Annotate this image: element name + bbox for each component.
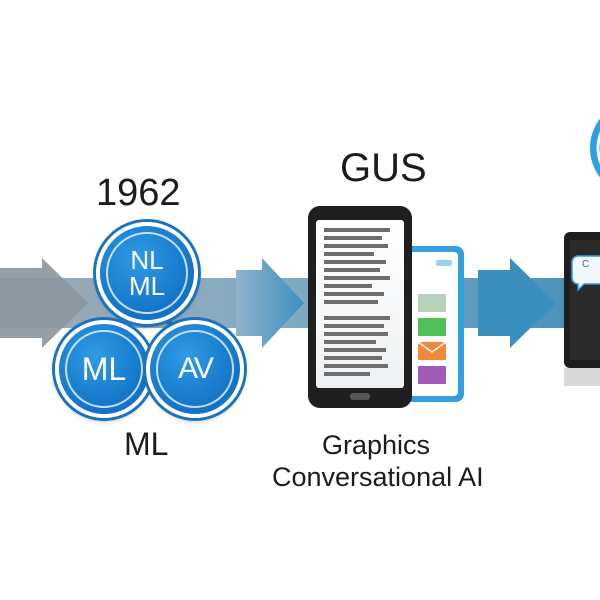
node-ring xyxy=(106,232,188,314)
node-ring xyxy=(156,330,234,408)
node-circle-nl-ml: NL ML xyxy=(96,222,198,324)
chat-circle-icon xyxy=(590,118,600,178)
node-label: AV xyxy=(178,352,214,385)
node-circle-av: AV xyxy=(146,320,244,418)
monitor-icon xyxy=(564,232,600,386)
milestone-caption-line2: Conversational AI xyxy=(272,462,484,492)
node-label-line1: NL xyxy=(130,245,164,275)
smartphone-icon xyxy=(308,206,412,408)
node-circle-ml: ML xyxy=(55,320,153,418)
chat-bubble-text: C xyxy=(582,259,590,270)
milestone-caption: ML xyxy=(124,426,169,462)
milestone-title: GUS xyxy=(340,146,427,190)
timeline-arrow-1 xyxy=(0,258,88,348)
milestone-year-label: 1962 xyxy=(96,172,181,214)
node-label-line2: ML xyxy=(128,271,166,301)
node-ring xyxy=(65,330,143,408)
timeline-arrow-3 xyxy=(478,258,556,348)
node-label: ML xyxy=(81,351,127,387)
milestone-caption-line1: Graphics xyxy=(322,430,431,460)
timeline-arrow-2 xyxy=(236,258,304,348)
tablet-icon xyxy=(404,246,464,402)
